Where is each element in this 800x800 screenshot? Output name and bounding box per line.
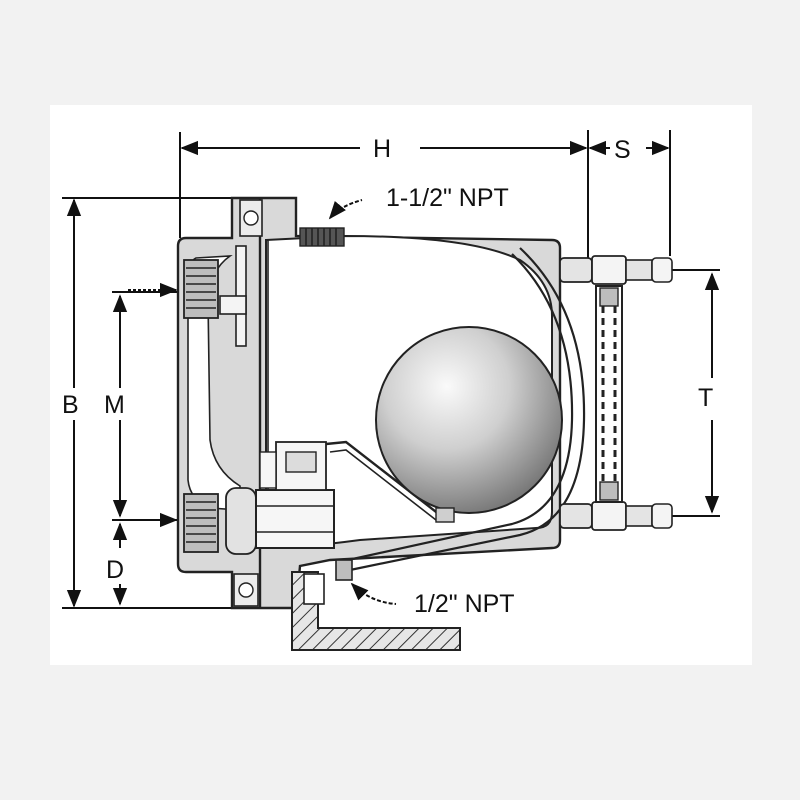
mounting-bracket [291, 571, 461, 651]
label-drain-thread: 1/2" NPT [414, 590, 515, 618]
label-d: D [106, 556, 124, 584]
upper-inlet-port [183, 245, 247, 347]
float-ball [375, 326, 563, 523]
dimension-m: M [104, 291, 178, 521]
dimension-b: B [62, 197, 236, 609]
label-t: T [698, 384, 713, 412]
lower-inlet-port [183, 440, 441, 555]
label-b: B [62, 391, 79, 419]
gauge-glass-assembly [559, 255, 673, 531]
drain-thread-connection: 1/2" NPT [335, 559, 515, 618]
dimension-s: S [588, 130, 671, 256]
inlet-arrows [128, 282, 178, 528]
label-s: S [614, 136, 631, 164]
label-inlet-thread: 1-1/2" NPT [386, 184, 509, 212]
dimension-d: D [106, 522, 128, 606]
label-m: M [104, 391, 125, 419]
dimension-h: H [179, 130, 589, 262]
internal-riser-tube [347, 247, 586, 572]
label-h: H [373, 135, 391, 163]
top-thread-connection: 1-1/2" NPT [299, 184, 509, 247]
